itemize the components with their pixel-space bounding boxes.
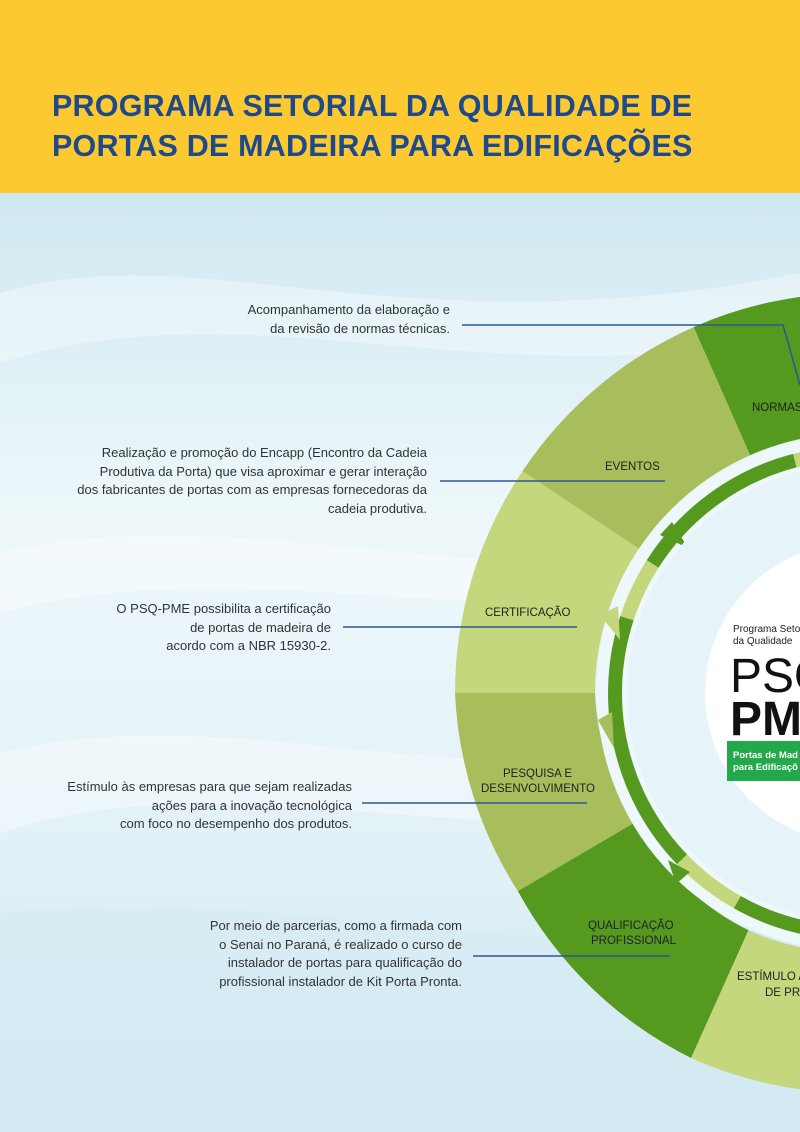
page-title: PROGRAMA SETORIAL DA QUALIDADE DE PORTAS… — [52, 86, 693, 166]
segment-estimulo — [691, 930, 800, 1090]
description-normas: Acompanhamento da elaboração e da revisã… — [248, 301, 450, 338]
description-certificacao-line: acordo com a NBR 15930-2. — [166, 638, 331, 653]
description-qualificacao: Por meio de parcerias, como a firmada co… — [210, 917, 462, 991]
description-normas-line: da revisão de normas técnicas. — [270, 320, 450, 336]
description-qualificacao-line: o Senai no Paraná, é realizado o curso d… — [219, 936, 462, 952]
description-eventos: Realização e promoção do Encapp (Encontr… — [77, 444, 427, 518]
segment-label-pesquisa-2: DESENVOLVIMENTO — [481, 783, 595, 795]
description-eventos-line: dos fabricantes de portas com as empresa… — [77, 482, 427, 497]
description-qualificacao-line: instalador de portas para qualificação d… — [227, 955, 462, 970]
logo-psq: PSQ — [730, 650, 800, 703]
logo-tag-background — [727, 741, 800, 781]
description-qualificacao-line: Por meio de parcerias, como a firmada co… — [209, 918, 462, 933]
segment-label-normas: NORMAS — [752, 402, 800, 414]
description-eventos-line: cadeia produtiva. — [327, 500, 427, 516]
description-certificacao-line: O PSQ-PME possibilita a certificação — [116, 601, 331, 616]
segment-label-qualificacao-2: PROFISSIONAL — [591, 935, 677, 947]
description-normas-line: Acompanhamento da elaboração e — [247, 302, 450, 317]
segment-pesquisa — [455, 693, 636, 892]
description-certificacao: O PSQ-PME possibilita a certificação de … — [116, 600, 331, 656]
page-title-line-1: PROGRAMA SETORIAL DA QUALIDADE DE — [52, 89, 693, 123]
description-pesquisa-line: com foco no desempenho dos produtos. — [120, 816, 352, 831]
segment-label-qualificacao-1: QUALIFICAÇÃO — [588, 919, 674, 932]
description-certificacao-line: de portas de madeira de — [190, 619, 331, 635]
segment-certificacao — [455, 471, 639, 693]
logo-line-1: Programa Seto — [733, 624, 800, 635]
logo-tag-line-2: para Edificaçõ — [733, 762, 798, 773]
description-pesquisa: Estímulo às empresas para que sejam real… — [67, 778, 352, 834]
description-qualificacao-line: profissional instalador de Kit Porta Pro… — [219, 973, 462, 989]
segment-label-estimulo-1: ESTÍMULO A — [737, 970, 800, 983]
logo-tag-line-1: Portas de Mad — [733, 750, 798, 761]
page-title-line-2: PORTAS DE MADEIRA PARA EDIFICAÇÕES — [52, 129, 693, 163]
logo-pme: PME — [730, 693, 800, 746]
leader-line-normas — [462, 324, 800, 386]
segment-normas — [693, 296, 800, 456]
header-banner: PROGRAMA SETORIAL DA QUALIDADE DE PORTAS… — [0, 0, 800, 193]
description-eventos-line: Realização e promoção do Encapp (Encontr… — [101, 445, 427, 460]
segment-label-estimulo-2: DE PRO — [765, 987, 800, 999]
segment-label-certificacao: CERTIFICAÇÃO — [485, 606, 570, 619]
segment-eventos — [522, 327, 751, 549]
logo-line-2: da Qualidade — [733, 636, 793, 647]
segment-qualificacao — [517, 821, 749, 1058]
description-pesquisa-line: Estímulo às empresas para que sejam real… — [67, 779, 352, 794]
segment-label-eventos: EVENTOS — [605, 461, 660, 473]
segment-label-pesquisa-1: PESQUISA E — [503, 768, 572, 780]
description-pesquisa-line: ações para a inovação tecnológica — [151, 797, 352, 813]
description-eventos-line: Produtiva da Porta) que visa aproximar e… — [99, 463, 427, 479]
